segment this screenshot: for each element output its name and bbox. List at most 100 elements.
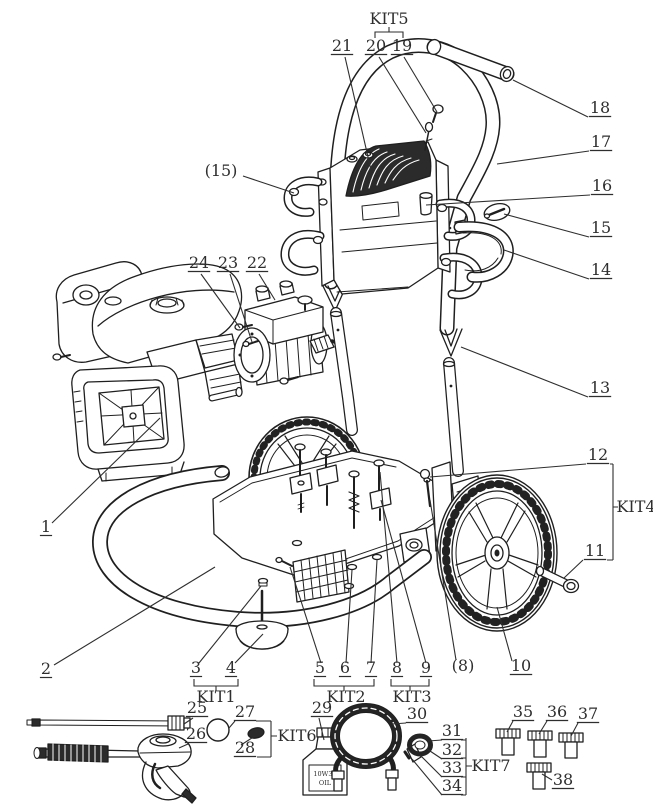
leader-line-14 [503,249,590,280]
leader-line-13 [460,346,589,398]
callout-label-11: 11 [585,541,605,560]
leader-line-5 [289,566,322,664]
kit-bracket-KIT5 [374,27,404,38]
pump [233,280,344,386]
kit-label-KIT4: KIT4 [616,497,653,516]
plug-28 [247,727,265,739]
callout-label-28: 28 [235,738,255,757]
axle-pin [535,565,580,594]
callout-label-6: 6 [340,658,350,677]
leader-line-4 [234,633,264,664]
lower-frame-tubes [329,307,464,477]
kit-label-KIT1: KIT1 [196,687,235,706]
callout-label-20: 20 [366,36,386,55]
spray-gun [33,733,197,804]
control-panel [280,104,511,300]
leader-line-18 [512,79,589,118]
bolt-square-nut-c [369,459,392,521]
kit-label-KIT7: KIT7 [471,756,510,775]
spray-lance [26,715,191,731]
callout-label-37: 37 [578,704,598,723]
leader-line-20 [378,56,427,134]
leader-line-1 [51,417,161,524]
leader-line-17 [496,150,590,165]
bolt-part-19 [432,104,444,123]
nozzle-35 [495,728,521,756]
callout-label-22: 22 [247,253,267,272]
leader-line-23 [229,273,253,343]
nozzle-36 [527,730,553,758]
kit-label-KIT5: KIT5 [369,9,408,28]
leader-line-34 [411,758,443,796]
leader-line-38 [541,773,553,781]
kit-label-KIT3: KIT3 [392,687,431,706]
engine [52,261,243,482]
leader-line-22 [258,273,276,301]
oil-bottle-label-line1: 10W30 [313,770,336,778]
leader-line-27 [228,720,236,729]
callout-label-31: 31 [442,721,462,740]
kit-bracket-KIT3 [390,679,430,691]
leader-line-31 [427,739,443,742]
callout-label-(15): (15) [205,161,238,180]
spring-bolt [348,470,360,529]
leader-line-25 [183,717,194,725]
handle-clamp-left-lower [280,230,325,276]
leader-line-35 [506,720,514,733]
callout-label-36: 36 [547,702,567,721]
leader-line-9 [380,499,427,664]
bolt-square-nut-b [316,448,339,506]
nozzle-38 [526,762,552,790]
leader-line-26 [178,743,189,749]
callout-label-4: 4 [226,658,236,677]
callout-label-18: 18 [590,98,610,117]
leader-line-36 [538,720,548,735]
leader-line-10 [496,606,513,662]
frame-bumper-tube [91,465,432,628]
kit-bracket-KIT7 [461,738,472,796]
knob-part-16 [419,192,433,216]
callout-label-19: 19 [392,36,412,55]
kit-label-KIT2: KIT2 [326,687,365,706]
leader-line-6 [345,569,353,664]
callout-label-33: 33 [442,758,462,777]
leader-line-3 [198,585,262,664]
leader-line-37 [570,722,579,737]
leader-line-15 [503,213,590,238]
leader-line-19 [403,56,438,113]
callout-label-35: 35 [513,702,533,721]
leader-line-33 [419,754,443,778]
leader-line-28 [240,735,256,746]
callout-label-24: 24 [189,253,209,272]
plug-part-20 [424,121,434,151]
callout-label-(8): (8) [452,656,475,675]
kit-bracket-KIT4 [607,463,618,561]
callout-label-16: 16 [592,176,612,195]
leader-line-11 [563,559,584,579]
callout-label-34: 34 [442,776,462,795]
diagram-artwork: 10W30 OIL [26,38,584,804]
kit-label-KIT6: KIT6 [277,726,316,745]
leader-line-21 [344,56,372,171]
callout-label-29: 29 [312,698,332,717]
leader-line-30 [391,722,407,725]
callout-label-26: 26 [186,724,206,743]
leader-line-2 [53,566,216,666]
grip-tube [426,38,515,83]
hose-hook [453,219,514,283]
pressure-hose-coil [330,703,402,792]
hose-adapter-kit [403,733,433,763]
leader-line-32 [426,748,443,760]
leader-line-16 [425,194,591,206]
callout-label-14: 14 [591,260,611,279]
callout-label-13: 13 [590,378,610,397]
leader-lines [51,27,618,796]
leader-line-(15) [242,175,295,194]
callout-label-12: 12 [588,445,608,464]
callout-label-10: 10 [511,656,531,675]
callout-label-23: 23 [218,253,238,272]
callout-label-38: 38 [553,770,573,789]
callout-label-17: 17 [591,132,611,151]
callout-label-21: 21 [332,36,352,55]
